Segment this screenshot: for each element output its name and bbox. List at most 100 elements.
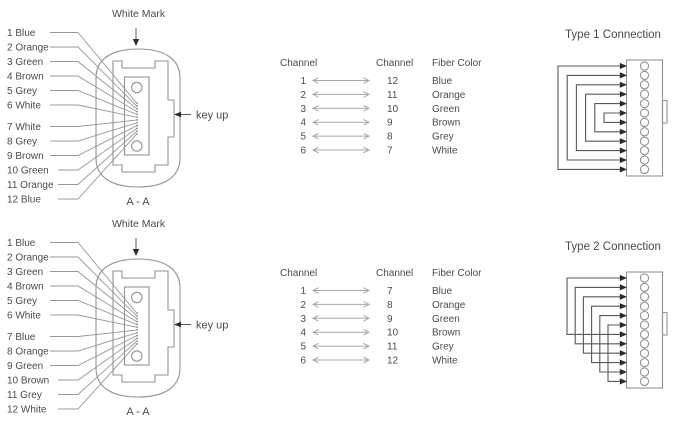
fiber-label-8: 8 Orange: [7, 347, 49, 358]
fiber-label-4: 4 Brown: [7, 282, 44, 293]
fiber-arrowheads: [619, 274, 627, 385]
channel-a: 5: [300, 342, 306, 353]
channel-b: 9: [387, 314, 393, 325]
channel-b: 11: [387, 342, 398, 353]
map-arrow: [312, 105, 370, 112]
map-arrow: [312, 91, 370, 98]
fiber-label-3: 3 Green: [7, 57, 43, 68]
fiber-holes: [639, 61, 650, 175]
column-header-fiber-color: Fiber Color: [432, 58, 482, 69]
map-arrow: [312, 315, 370, 322]
channel-b: 7: [387, 286, 393, 297]
map-arrow: [312, 342, 370, 350]
adapter-key-tab: [661, 99, 668, 124]
fiber-color: White: [432, 356, 458, 367]
type1-connector-section: White Mark key up A - A 1 Blue 2 Orange …: [7, 8, 228, 208]
channel-b: 8: [387, 132, 393, 143]
channel-a: 2: [300, 90, 306, 101]
leader-lines: [50, 242, 137, 410]
map-arrow: [312, 77, 370, 84]
fiber-color: Green: [432, 314, 460, 325]
map-arrow: [312, 287, 370, 294]
channel-a: 6: [300, 356, 306, 367]
fiber-label-2: 2 Orange: [7, 43, 49, 54]
key-up-label: key up: [196, 320, 228, 332]
fiber-label-9: 9 Green: [7, 361, 43, 372]
fiber-color: Brown: [432, 118, 460, 129]
channel-a: 1: [300, 286, 306, 297]
map-arrow: [312, 132, 370, 140]
fiber-color: Green: [432, 104, 460, 115]
channel-b: 12: [387, 76, 399, 87]
type2-connection-diagram: Type 2 Connection: [565, 241, 668, 389]
channel-b: 8: [387, 300, 393, 311]
fiber-label-10: 10 Green: [7, 166, 49, 177]
channel-a: 1: [300, 76, 306, 87]
fiber-color: Blue: [432, 76, 452, 87]
white-mark-label: White Mark: [112, 218, 166, 230]
fiber-label-3: 3 Green: [7, 267, 43, 278]
channel-a: 6: [300, 146, 306, 157]
fiber-label-5: 5 Grey: [7, 86, 37, 97]
fiber-label-8: 8 Grey: [7, 137, 37, 148]
adapter-key-tab: [661, 311, 668, 336]
channel-a: 4: [300, 328, 306, 339]
channel-b: 9: [387, 118, 393, 129]
fiber-color: Orange: [432, 300, 466, 311]
type2-connector-section: White Mark key up A - A 1 Blue 2 Orange …: [7, 218, 228, 418]
fiber-label-9: 9 Brown: [7, 151, 44, 162]
map-arrow: [312, 301, 370, 308]
fiber-label-6: 6 White: [7, 101, 41, 112]
crossover-brackets: [566, 277, 620, 382]
fiber-label-11: 11 Orange: [7, 180, 54, 191]
channel-a: 5: [300, 132, 306, 143]
map-arrow: [312, 118, 370, 126]
fiber-label-7: 7 Blue: [7, 332, 36, 343]
fiber-label-4: 4 Brown: [7, 72, 44, 83]
type1-mapping-table: Channel Channel Fiber Color 1 12 Blue 2 …: [280, 58, 482, 157]
channel-b: 10: [387, 104, 399, 115]
type1-connection-diagram: Type 1 Connection: [557, 29, 668, 177]
column-header-channel-b: Channel: [376, 58, 413, 69]
channel-a: 2: [300, 300, 306, 311]
map-arrow: [312, 356, 370, 364]
section-view-label: A - A: [126, 196, 150, 208]
channel-a: 3: [300, 104, 306, 115]
map-arrow: [312, 146, 370, 154]
fiber-color: Blue: [432, 286, 452, 297]
channel-b: 11: [387, 90, 398, 101]
leader-lines: [50, 32, 137, 200]
channel-b: 10: [387, 328, 399, 339]
fiber-color: Orange: [432, 90, 466, 101]
fiber-label-11: 11 Grey: [7, 390, 42, 401]
connection-title: Type 1 Connection: [565, 29, 661, 41]
channel-a: 3: [300, 314, 306, 325]
connection-title: Type 2 Connection: [565, 241, 661, 253]
fiber-label-5: 5 Grey: [7, 296, 37, 307]
fiber-color: Grey: [432, 342, 454, 353]
fiber-arrowheads: [619, 62, 627, 173]
map-arrow: [312, 328, 370, 336]
fiber-label-7: 7 White: [7, 122, 41, 133]
white-mark-label: White Mark: [112, 8, 166, 20]
fiber-label-12: 12 Blue: [7, 195, 41, 206]
channel-a: 4: [300, 118, 306, 129]
column-header-channel-a: Channel: [280, 268, 317, 279]
fiber-label-6: 6 White: [7, 311, 41, 322]
column-header-channel-a: Channel: [280, 58, 317, 69]
column-header-channel-b: Channel: [376, 268, 413, 279]
fiber-color: White: [432, 146, 458, 157]
fiber-color: Grey: [432, 132, 454, 143]
fiber-label-12: 12 White: [7, 405, 47, 416]
fiber-label-1: 1 Blue: [7, 238, 36, 249]
fiber-holes: [639, 273, 650, 387]
loopback-brackets: [557, 65, 620, 170]
fiber-label-2: 2 Orange: [7, 253, 49, 264]
section-view-label: A - A: [126, 406, 150, 418]
channel-b: 7: [387, 146, 393, 157]
fiber-label-10: 10 Brown: [7, 376, 49, 387]
fiber-label-1: 1 Blue: [7, 28, 36, 39]
fiber-color: Brown: [432, 328, 460, 339]
